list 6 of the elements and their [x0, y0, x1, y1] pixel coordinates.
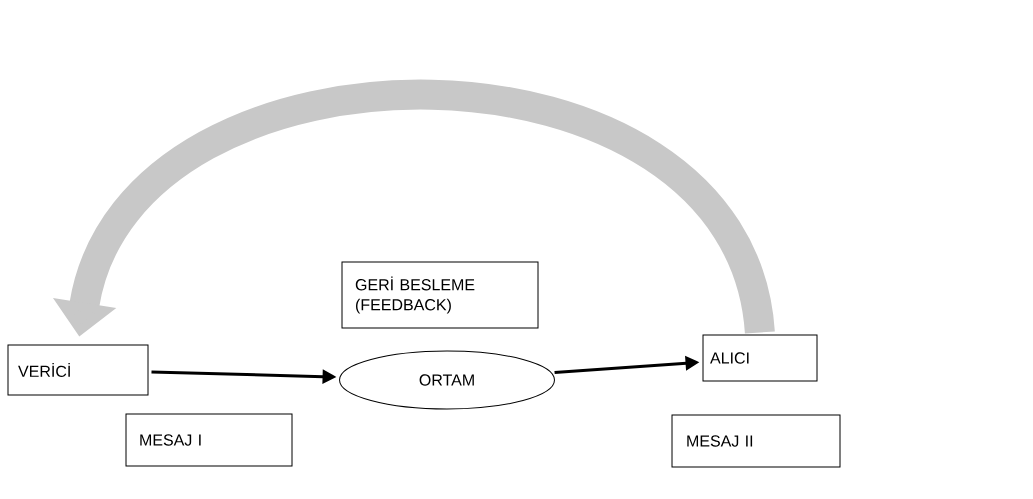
ellipse-node: ORTAM [339, 350, 555, 410]
text-box: GERİ BESLEME (FEEDBACK) [341, 261, 539, 329]
text-box: VERİCİ [7, 344, 149, 396]
text-box: ALICI [702, 334, 818, 382]
text-box: MESAJ I [125, 413, 293, 467]
text-box: MESAJ II [671, 414, 841, 468]
